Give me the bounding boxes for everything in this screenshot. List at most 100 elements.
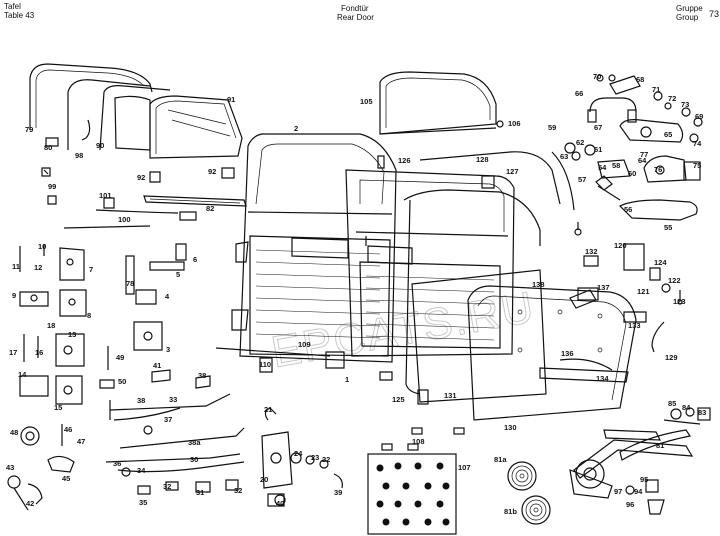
- part-label-38a: 38: [137, 396, 145, 405]
- part-label-61: 61: [594, 145, 602, 154]
- part-label-17: 17: [9, 348, 17, 357]
- part-label-75: 75: [693, 161, 701, 170]
- part-label-126: 126: [398, 156, 411, 165]
- part-label-128: 128: [476, 155, 489, 164]
- part-label-92a: 92: [137, 173, 145, 182]
- part-label-40: 40: [276, 499, 284, 508]
- part-label-120: 120: [614, 241, 627, 250]
- part-label-64: 64: [638, 156, 647, 165]
- part-label-125: 125: [392, 395, 405, 404]
- diagram-title-de: Fondtür: [341, 4, 369, 13]
- table-label-en: Table 43: [4, 11, 35, 20]
- part-label-65: 65: [664, 130, 672, 139]
- part-label-85: 85: [668, 399, 676, 408]
- part-label-56: 56: [624, 205, 632, 214]
- part-label-42: 42: [26, 499, 34, 508]
- part-label-59: 59: [548, 123, 556, 132]
- watermark-text: EPCATS.RU: [268, 283, 539, 378]
- part-label-38b: 38: [198, 371, 206, 380]
- part-label-76: 76: [654, 165, 662, 174]
- group-label-en: Group: [676, 13, 699, 22]
- part-number-labels: 1 2 3 4 5 6 7 8 9 10 11 12 13 14 15 16 1…: [6, 72, 706, 516]
- window-regulator-group: [569, 407, 711, 515]
- part-label-43: 43: [6, 463, 14, 472]
- part-label-130: 130: [504, 423, 517, 432]
- table-label-de: Tafel: [4, 2, 21, 11]
- group-label: Gruppe Group: [676, 4, 703, 22]
- part-label-8: 8: [87, 311, 91, 320]
- part-label-49: 49: [116, 353, 124, 362]
- part-label-58: 58: [612, 161, 620, 170]
- part-label-21: 21: [264, 405, 272, 414]
- part-label-132: 132: [585, 247, 598, 256]
- part-label-100: 100: [118, 215, 131, 224]
- part-label-45: 45: [62, 474, 70, 483]
- part-label-78: 78: [126, 279, 134, 288]
- window-glass-group: [29, 63, 247, 229]
- part-label-31: 31: [196, 488, 204, 497]
- part-label-50: 50: [118, 377, 126, 386]
- part-label-121: 121: [637, 287, 650, 296]
- part-label-97: 97: [614, 487, 622, 496]
- window-frame-group: [377, 71, 575, 395]
- part-label-24: 24: [294, 449, 303, 458]
- group-label-de: Gruppe: [676, 4, 703, 13]
- part-label-81: 81: [656, 441, 664, 450]
- door-lock-group: [261, 407, 343, 507]
- part-label-2: 2: [294, 124, 298, 133]
- part-label-46: 46: [64, 425, 72, 434]
- part-label-83: 83: [698, 408, 706, 417]
- springs-group: [507, 461, 551, 525]
- part-label-20: 20: [260, 475, 268, 484]
- part-label-136: 136: [561, 349, 574, 358]
- part-label-94: 94: [634, 487, 643, 496]
- part-label-84: 84: [682, 403, 691, 412]
- part-label-5: 5: [176, 270, 180, 279]
- part-label-12: 12: [34, 263, 42, 272]
- part-label-47: 47: [77, 437, 85, 446]
- linkage-rods-group: [105, 393, 245, 495]
- part-label-10: 10: [38, 242, 46, 251]
- part-label-9: 9: [12, 291, 16, 300]
- part-label-36: 36: [113, 459, 121, 468]
- part-label-3: 3: [166, 345, 170, 354]
- part-label-137: 137: [597, 283, 610, 292]
- part-label-123: 123: [673, 297, 686, 306]
- part-label-60: 60: [628, 169, 636, 178]
- part-label-7: 7: [89, 265, 93, 274]
- part-label-6: 6: [193, 255, 197, 264]
- part-label-101: 101: [99, 191, 112, 200]
- part-label-106: 106: [508, 119, 521, 128]
- table-label: Tafel Table 43: [4, 2, 34, 20]
- part-label-99: 99: [48, 182, 56, 191]
- part-label-96: 96: [626, 500, 634, 509]
- part-label-63: 63: [560, 152, 568, 161]
- part-label-82: 82: [206, 204, 214, 213]
- part-label-32b: 32: [234, 486, 242, 495]
- diagram-title-en: Rear Door: [337, 13, 374, 22]
- part-label-124: 124: [654, 258, 667, 267]
- part-label-79: 79: [25, 125, 33, 134]
- part-label-66: 66: [575, 89, 583, 98]
- part-label-11: 11: [12, 262, 20, 271]
- part-label-90: 90: [96, 141, 104, 150]
- part-label-55: 55: [664, 223, 672, 232]
- part-label-13: 13: [68, 330, 76, 339]
- part-label-73: 73: [681, 100, 689, 109]
- part-label-108: 108: [412, 437, 425, 446]
- part-label-91: 91: [227, 95, 235, 104]
- part-label-22: 22: [322, 455, 330, 464]
- insulation-pad-group: [367, 427, 465, 535]
- part-label-131: 131: [444, 391, 457, 400]
- part-label-35: 35: [139, 498, 147, 507]
- part-label-105: 105: [360, 97, 373, 106]
- part-label-48: 48: [10, 428, 18, 437]
- diagram-title: Fondtür Rear Door: [337, 4, 374, 22]
- part-label-98: 98: [75, 151, 83, 160]
- part-label-57: 57: [578, 175, 586, 184]
- small-parts-group: [259, 236, 597, 405]
- part-label-4: 4: [165, 292, 170, 301]
- part-label-127: 127: [506, 167, 519, 176]
- part-label-133: 133: [628, 321, 641, 330]
